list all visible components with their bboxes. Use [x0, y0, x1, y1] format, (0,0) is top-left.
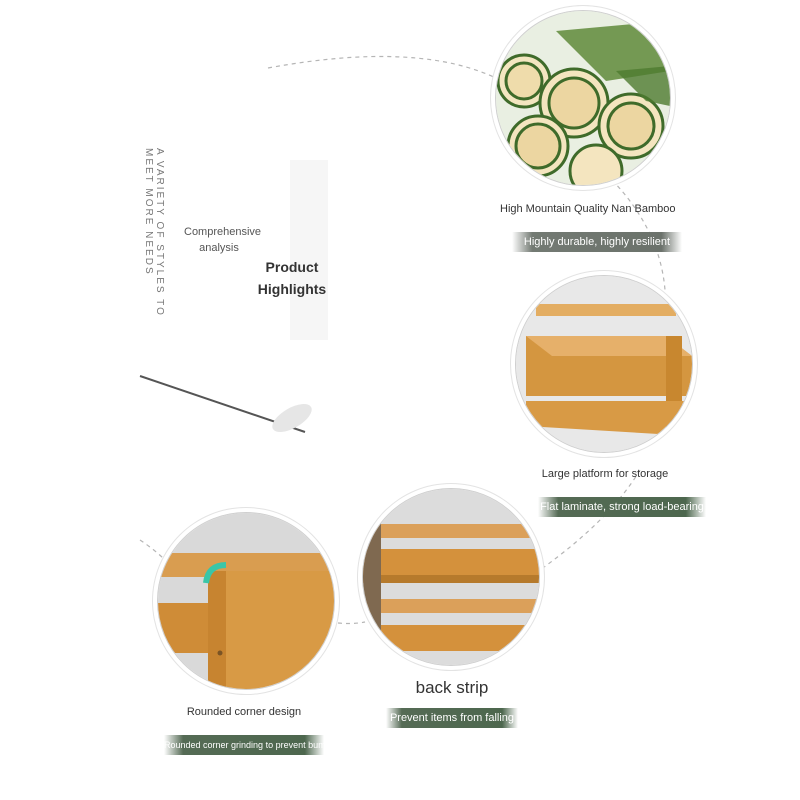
bamboo-image	[495, 10, 671, 186]
feature-badge-rounded: Rounded corner grinding to prevent bumps	[164, 735, 324, 755]
feature-caption-rounded: Rounded corner design	[186, 706, 302, 718]
intro-title-line1: Product	[265, 259, 319, 275]
feature-caption-back-strip: back strip	[415, 678, 489, 697]
shelf-platform-image	[515, 275, 693, 453]
back-strip-image	[362, 488, 540, 666]
feature-badge-platform: Flat laminate, strong load-bearing	[538, 497, 706, 517]
feature-caption-bamboo: High Mountain Quality Nan Bamboo	[500, 203, 676, 215]
rounded-corner-image	[157, 512, 335, 690]
feature-caption-platform: Large platform for storage	[541, 468, 669, 480]
intro-title-line2: Highlights	[257, 281, 327, 297]
feature-badge-bamboo: Highly durable, highly resilient	[512, 232, 682, 252]
feature-badge-back-strip: Prevent items from falling	[386, 708, 518, 728]
intro-subtitle: Comprehensive analysis	[184, 226, 262, 254]
side-tagline: A VARIETY OF STYLES TO MEET MORE NEEDS	[143, 148, 165, 317]
